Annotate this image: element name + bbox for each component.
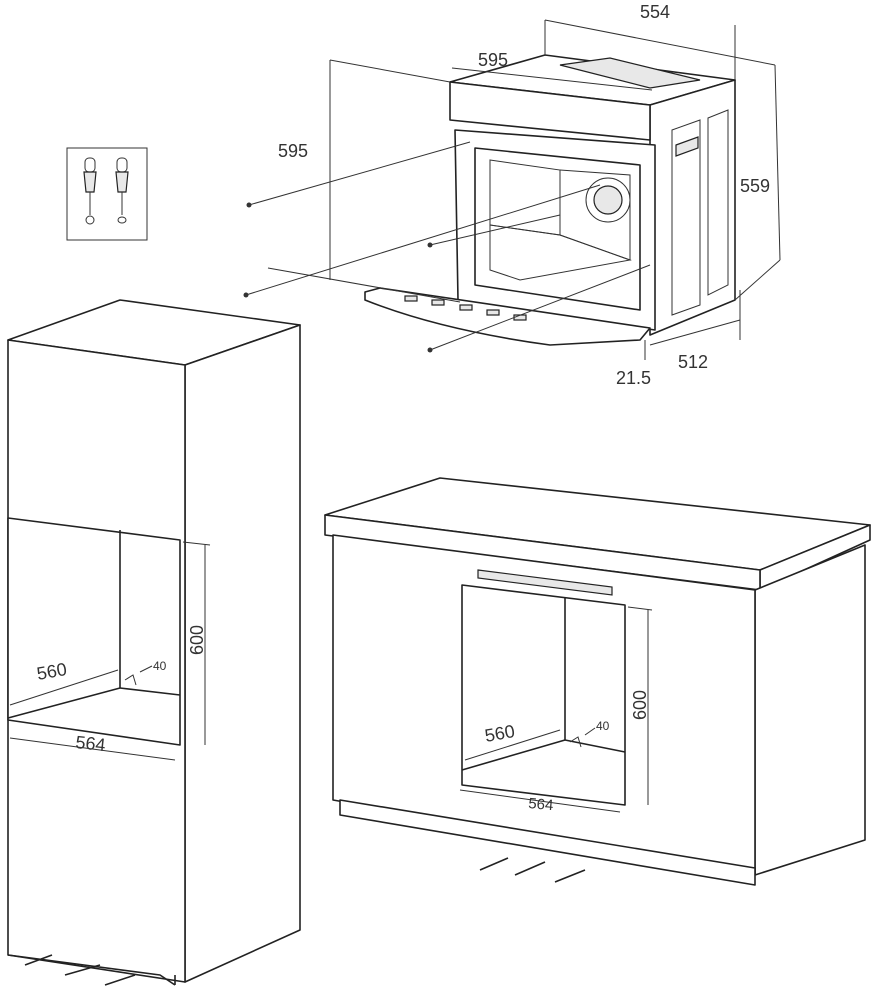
- dim-tall-vent-gap: 40: [153, 659, 167, 673]
- base-cabinet: [324, 477, 871, 886]
- dim-oven-front-height: 595: [278, 141, 308, 161]
- dim-oven-body-depth: 512: [678, 352, 708, 372]
- screw-icon: [115, 157, 129, 224]
- dim-tall-niche-height: 600: [187, 625, 207, 655]
- screw-icon: [83, 157, 97, 225]
- dim-base-niche-width: 564: [528, 795, 554, 814]
- dim-tall-niche-width: 564: [75, 732, 107, 755]
- dim-oven-body-height: 559: [740, 176, 770, 196]
- dim-base-vent-gap: 40: [596, 719, 610, 733]
- dim-oven-554: 554: [640, 2, 670, 22]
- oven-drawing: [243, 19, 781, 360]
- dim-oven-front-width: 595: [478, 50, 508, 70]
- dim-base-niche-height: 600: [630, 690, 650, 720]
- tall-cabinet: [7, 299, 301, 986]
- dim-oven-front-thickness: 21.5: [616, 368, 651, 388]
- screw-kit: [66, 147, 148, 241]
